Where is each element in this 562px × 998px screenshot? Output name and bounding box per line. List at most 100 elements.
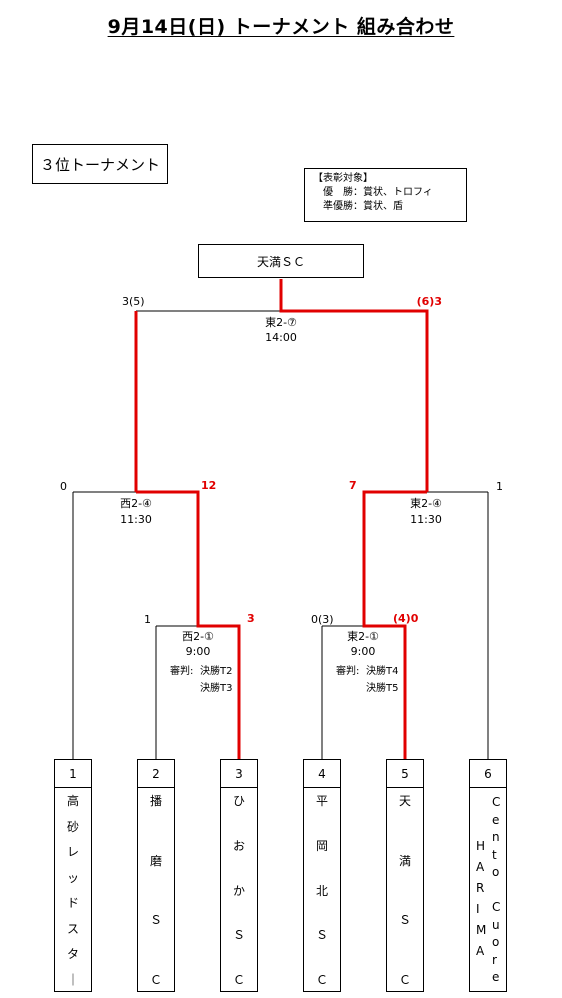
team-name-char: Ｓ bbox=[232, 928, 245, 943]
qf-left-score-right: 3 bbox=[247, 612, 255, 625]
page-title: 9月14日(日) トーナメント 組み合わせ bbox=[107, 16, 455, 38]
team-number: 1 bbox=[55, 760, 91, 788]
team-number: 4 bbox=[304, 760, 340, 788]
team-name-char: o bbox=[492, 865, 500, 879]
team-name-char: n bbox=[492, 830, 500, 844]
team-name-char: Ｃ bbox=[232, 973, 245, 987]
semi-left-match: 西2-④ bbox=[120, 497, 152, 510]
team-number: 6 bbox=[470, 760, 506, 788]
qf-left-score-left: 1 bbox=[144, 613, 151, 626]
team-name-char: Ｃ bbox=[315, 973, 328, 987]
qf-left-referee-1: 決勝T2 bbox=[200, 666, 233, 677]
semi-left-score-left: 0 bbox=[60, 480, 67, 493]
qf-right-score-left: 0(3) bbox=[311, 613, 334, 626]
team-name: H A R I M A C e n t o C u o r e bbox=[470, 794, 506, 987]
team-name: 平 岡 北 Ｓ Ｃ bbox=[304, 794, 340, 987]
team-name: 播 磨 Ｓ Ｃ bbox=[138, 794, 174, 987]
award-line-1: 優 勝：賞状、トロフィ bbox=[323, 187, 433, 198]
award-box: 【表彰対象】 優 勝：賞状、トロフィ 準優勝：賞状、盾 bbox=[304, 168, 467, 222]
semi-right-match: 東2-④ bbox=[410, 497, 442, 510]
team-name-char: レ bbox=[66, 845, 79, 860]
team-box-5: 5 天 満 Ｓ Ｃ bbox=[386, 759, 424, 992]
team-name-char: ひ bbox=[232, 794, 245, 808]
team-name-char: 天 bbox=[398, 794, 411, 808]
team-name-char: タ bbox=[66, 947, 79, 962]
team-name-char: A bbox=[476, 860, 485, 874]
team-name-char: M bbox=[476, 923, 487, 937]
team-name-char: R bbox=[476, 881, 485, 895]
team-number: 5 bbox=[387, 760, 423, 788]
qf-right-referee-label: 審判: bbox=[336, 666, 360, 677]
team-box-4: 4 平 岡 北 Ｓ Ｃ bbox=[303, 759, 341, 992]
qf-left-referee-2: 決勝T3 bbox=[200, 683, 233, 694]
winner-box: 天満ＳＣ bbox=[198, 244, 364, 278]
win-path-semi-left bbox=[136, 490, 241, 759]
team-name-char: ス bbox=[66, 921, 79, 936]
team-name-char: ｜ bbox=[66, 972, 79, 987]
team-name-col-2: C e n t o C u o r e bbox=[492, 794, 500, 987]
team-name-char: Ｓ bbox=[315, 928, 328, 943]
qf-right-score-right: (4)0 bbox=[393, 612, 419, 625]
semi-right-score-left: 7 bbox=[349, 479, 357, 492]
team-name-char: か bbox=[232, 883, 245, 898]
team-name-char bbox=[492, 882, 500, 900]
team-name-char: 高 bbox=[66, 794, 79, 808]
qf-right-referee-1: 決勝T4 bbox=[366, 666, 399, 677]
team-name-char: e bbox=[492, 970, 500, 984]
qf-right-time: 9:00 bbox=[350, 645, 376, 658]
final-match: 東2-⑦ bbox=[265, 316, 297, 329]
semi-right-score-right: 1 bbox=[496, 480, 503, 493]
team-name-char: u bbox=[492, 917, 500, 932]
team-name: 天 満 Ｓ Ｃ bbox=[387, 794, 423, 987]
semi-left-score-right: 12 bbox=[201, 479, 217, 492]
team-name-col-1: H A R I M A bbox=[476, 836, 486, 962]
team-name-char: ド bbox=[66, 896, 79, 911]
final-score-left: 3(5) bbox=[122, 295, 145, 308]
team-name-char: C bbox=[492, 795, 501, 809]
team-box-1: 1 高 砂 レ ッ ド ス タ ｜ bbox=[54, 759, 92, 992]
team-name-char: Ｓ bbox=[149, 913, 162, 928]
final-time: 14:00 bbox=[265, 331, 297, 344]
semi-right-time: 11:30 bbox=[410, 513, 442, 526]
team-name: ひ お か Ｓ Ｃ bbox=[221, 794, 257, 987]
team-name-char: 岡 bbox=[315, 838, 328, 853]
team-name-char: 砂 bbox=[66, 819, 79, 834]
team-box-2: 2 播 磨 Ｓ Ｃ bbox=[137, 759, 175, 992]
team-name-char: I bbox=[476, 902, 480, 916]
team-name-char: 磨 bbox=[149, 853, 162, 868]
award-line-2: 準優勝：賞状、盾 bbox=[323, 201, 403, 212]
team-name-char: o bbox=[492, 935, 500, 949]
team-name-char: 北 bbox=[315, 883, 328, 898]
team-name-char: 平 bbox=[315, 794, 328, 808]
final-score-right: (6)3 bbox=[416, 295, 442, 308]
qf-right-match: 東2-① bbox=[347, 630, 379, 643]
team-box-6: 6 H A R I M A C e n t o C u o r e bbox=[469, 759, 507, 992]
team-name-char: r bbox=[492, 952, 497, 967]
team-name-char: Ｓ bbox=[398, 913, 411, 928]
team-number: 2 bbox=[138, 760, 174, 788]
team-name-char: e bbox=[492, 812, 500, 827]
team-name-char: t bbox=[492, 847, 497, 862]
team-name-char: H bbox=[476, 839, 486, 853]
team-number: 3 bbox=[221, 760, 257, 788]
team-name-char: Ｃ bbox=[149, 972, 162, 987]
qf-right-referee-2: 決勝T5 bbox=[366, 683, 399, 694]
qf-left-time: 9:00 bbox=[185, 645, 211, 658]
section-label: ３位トーナメント bbox=[32, 144, 168, 184]
qf-left-referee-label: 審判: bbox=[170, 666, 194, 677]
qf-left-match: 西2-① bbox=[182, 630, 214, 643]
team-name-char: Ｃ bbox=[398, 972, 411, 987]
award-heading: 【表彰対象】 bbox=[313, 173, 373, 184]
team-name-char: ッ bbox=[66, 870, 79, 885]
team-name-char: 播 bbox=[149, 794, 162, 808]
team-name-char: お bbox=[232, 838, 245, 853]
win-path-final bbox=[279, 279, 429, 492]
team-box-3: 3 ひ お か Ｓ Ｃ bbox=[220, 759, 258, 992]
team-name: 高 砂 レ ッ ド ス タ ｜ bbox=[55, 794, 91, 987]
team-name-char: A bbox=[476, 944, 485, 958]
win-path-semi-right bbox=[362, 490, 427, 759]
semi-left-time: 11:30 bbox=[120, 513, 152, 526]
team-name-char: 満 bbox=[398, 853, 411, 868]
team-name-char: C bbox=[492, 900, 501, 914]
